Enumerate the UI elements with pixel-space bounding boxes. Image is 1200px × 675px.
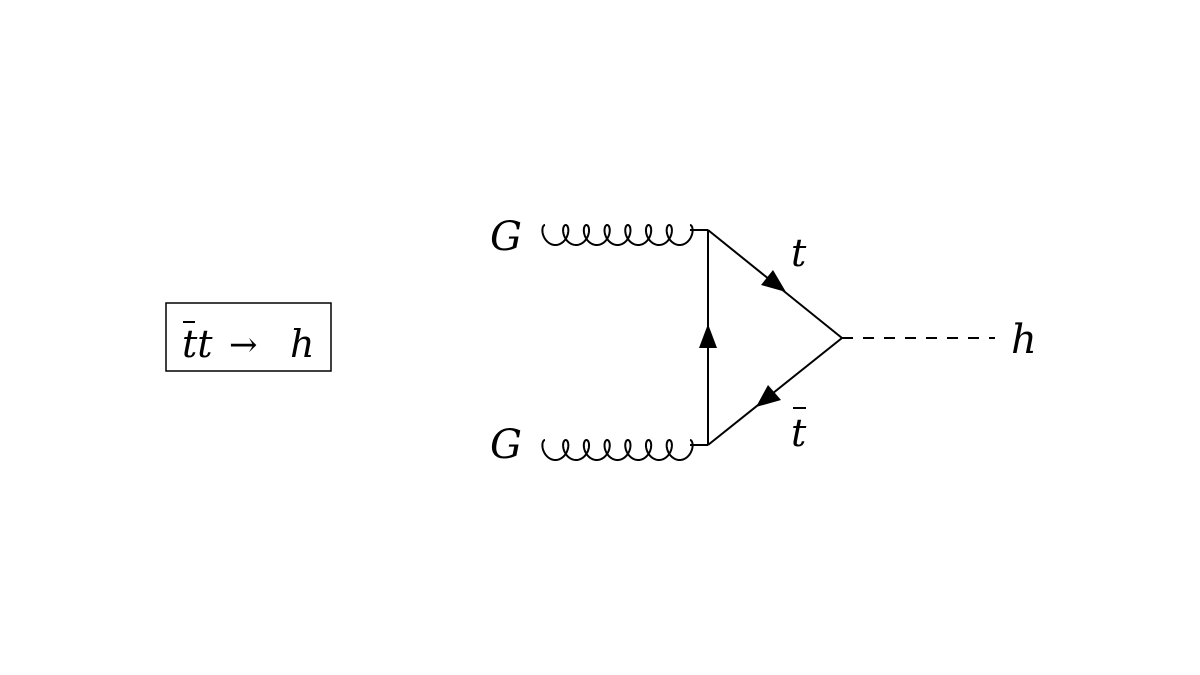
- higgs-label: h: [1011, 317, 1037, 363]
- anti-top-quark-label: t: [791, 411, 807, 455]
- box-antiquark: t: [182, 322, 198, 366]
- svg-text:tt: tt: [182, 322, 213, 366]
- gluon-label-bottom: G: [490, 422, 522, 468]
- gluon-line-bottom: [541, 438, 694, 462]
- arrow-vertical-up: [699, 324, 717, 348]
- box-higgs: h: [290, 322, 314, 366]
- arrow-top-quark: [761, 270, 786, 292]
- process-box-frame: [165, 302, 332, 372]
- process-box: tt → h: [165, 302, 332, 372]
- top-quark-label: t: [791, 231, 807, 275]
- arrow-anti-top-quark: [756, 385, 781, 407]
- box-arrow: →: [229, 325, 258, 365]
- gluon-line-top: [541, 223, 694, 247]
- gluon-label-top: G: [490, 214, 522, 260]
- fermion-line-bottom: [707, 337, 843, 446]
- box-quark: t: [197, 322, 213, 366]
